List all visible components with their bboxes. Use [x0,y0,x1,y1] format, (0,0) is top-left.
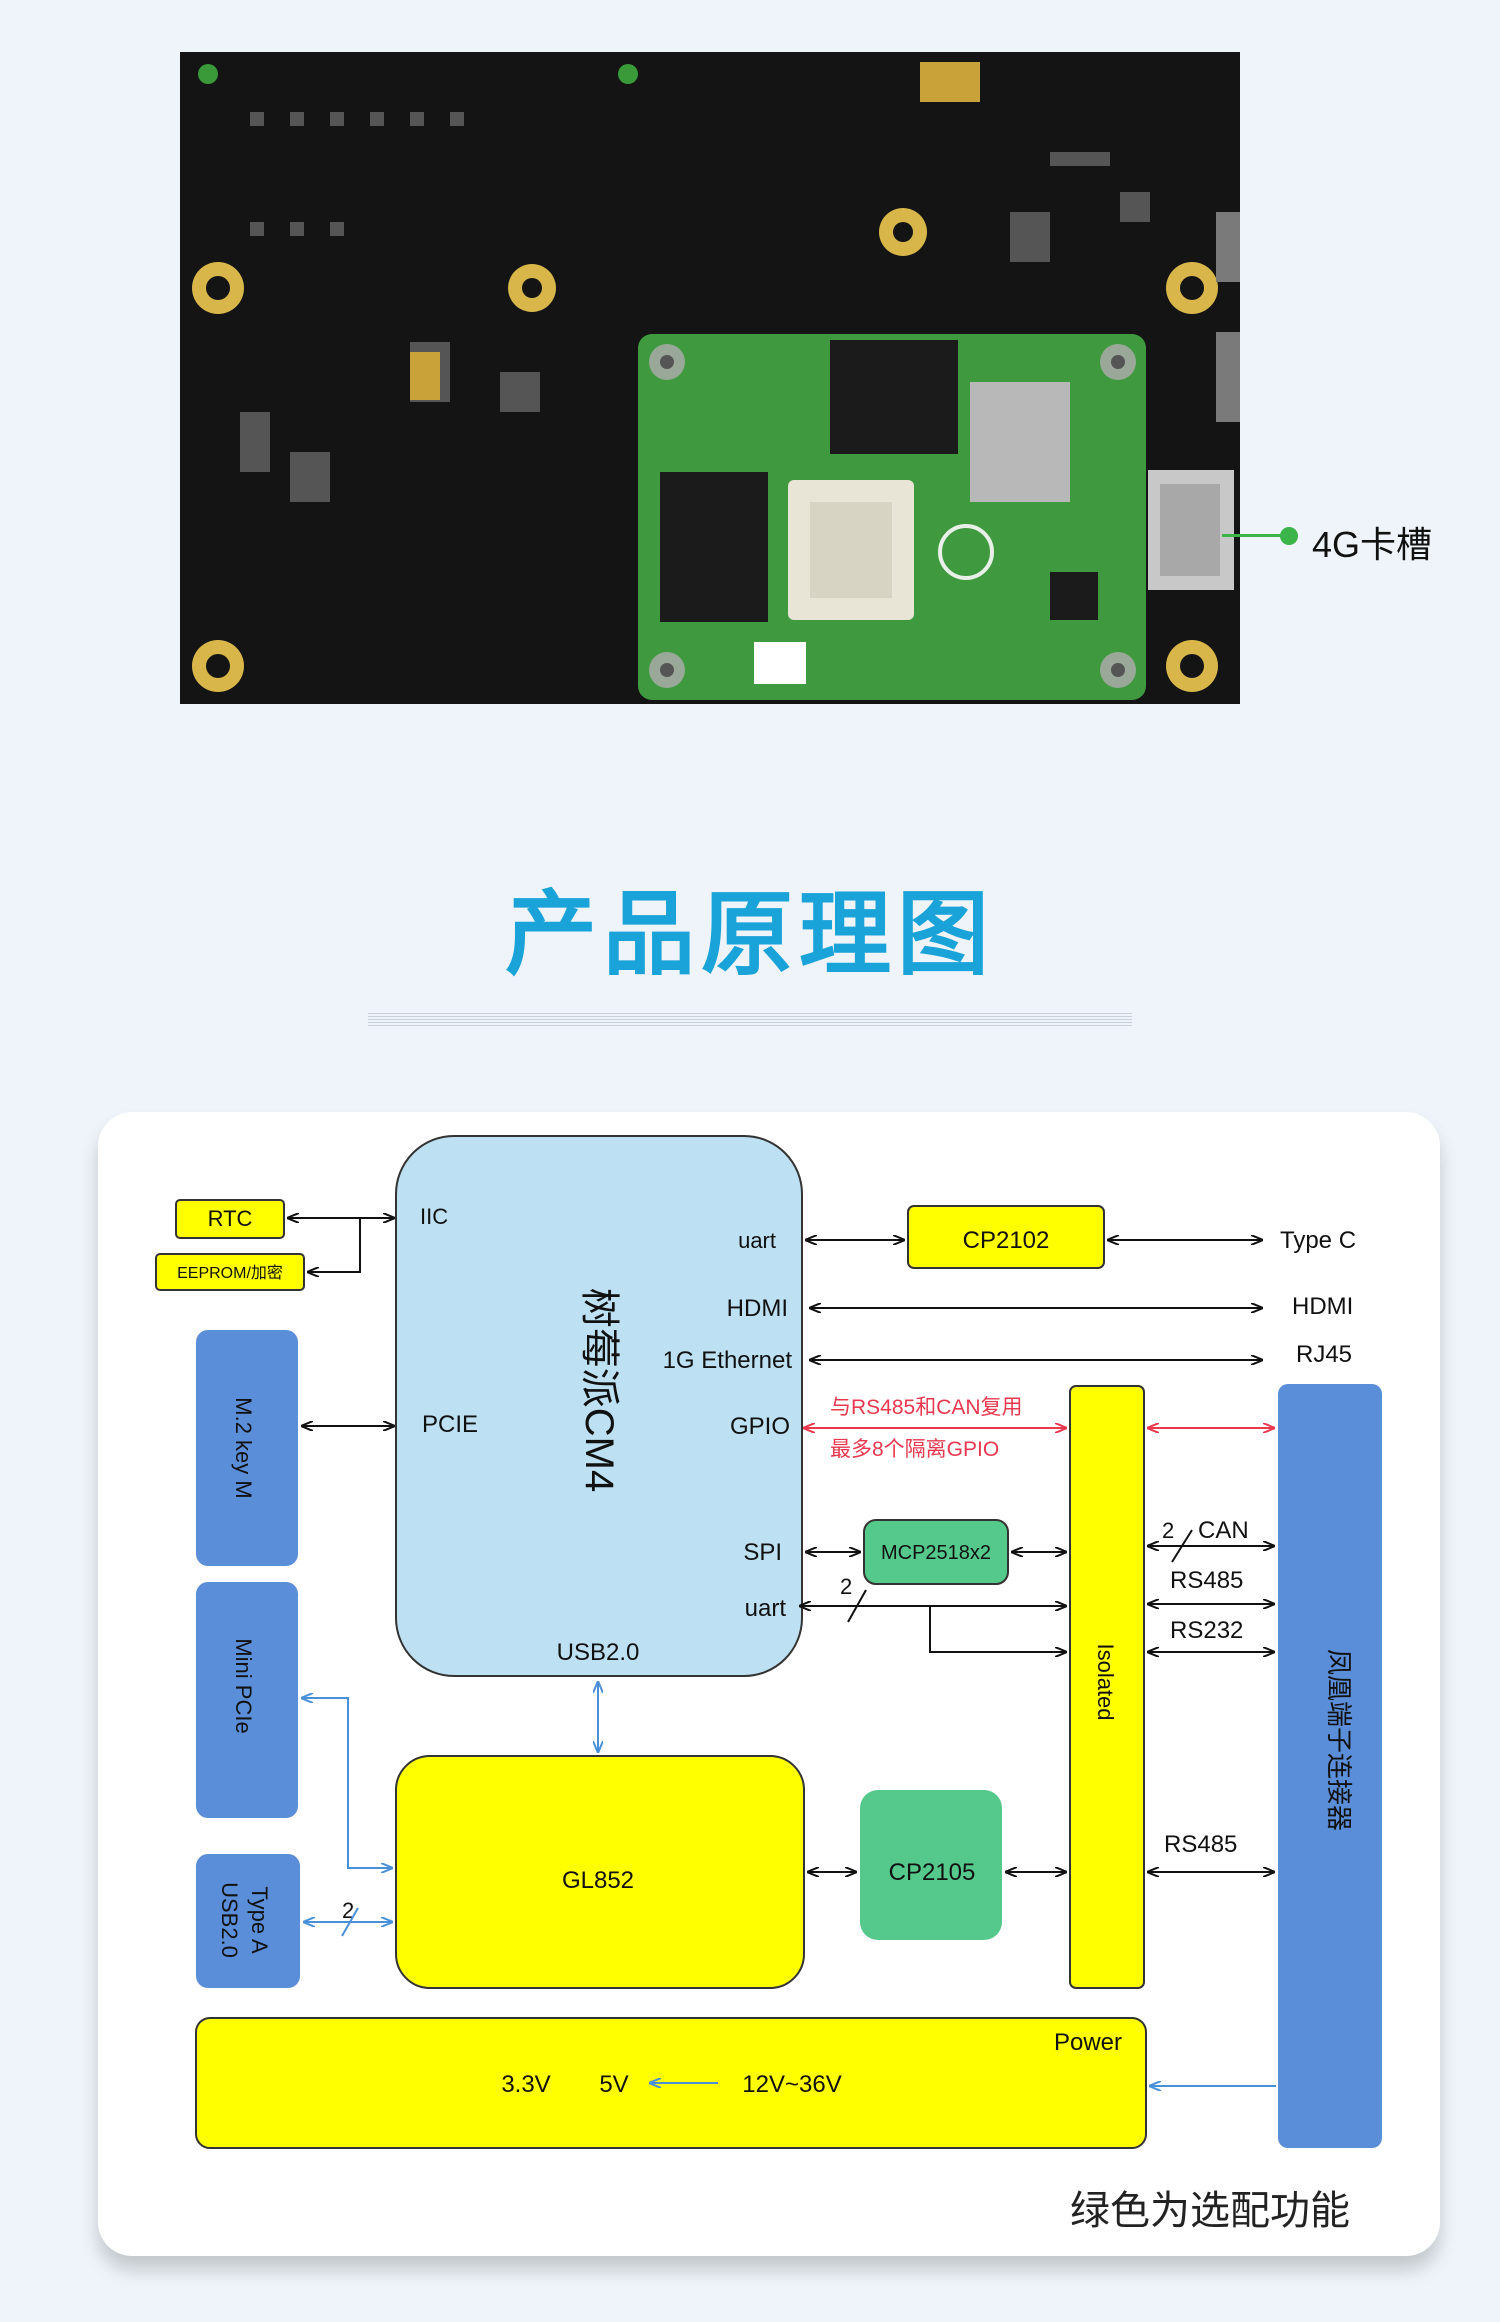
isolated-block [1069,1385,1145,1989]
gpio-note-2: 最多8个隔离GPIO [830,1438,999,1461]
port-hdmi: HDMI [727,1295,788,1322]
rail-3v3: 3.3V [501,2071,550,2098]
port-uart: uart [738,1228,776,1253]
link-can: CAN [1198,1517,1249,1544]
port-pcie: PCIE [422,1411,478,1438]
link-rs485-2: RS485 [1164,1831,1237,1858]
callout-line [1222,534,1298,537]
port-uart2: uart [745,1595,787,1622]
cp2105-block [860,1790,1002,1940]
wifi-shield [970,382,1070,502]
isolated-label: Isolated [1093,1643,1118,1720]
cp2102-block [907,1205,1105,1269]
sim-slot-label: 4G卡槽 [1312,524,1433,565]
usb-width: 2 [342,1898,354,1923]
terminal-label: 凤凰端子连接器 [1324,1649,1354,1831]
mcp-block [863,1519,1009,1585]
port-usb: USB2.0 [557,1639,640,1666]
m2-label: M.2 key M [231,1397,256,1498]
callout-dot [1280,527,1298,545]
link-rs232: RS232 [1170,1617,1243,1644]
usb-typea-label-1: Type A [247,1886,272,1954]
eeprom-label: EEPROM/加密 [177,1264,283,1282]
port-iic: IIC [420,1204,448,1229]
cm4-block [395,1135,803,1677]
link-rs485: RS485 [1170,1567,1243,1594]
terminal-block [1278,1384,1382,2148]
usb-width-tick [341,1907,359,1937]
mcp-label: MCP2518x2 [881,1542,991,1564]
section-title: 产品原理图 [504,884,995,986]
rtc-block [175,1199,285,1239]
can-width-tick [1171,1529,1193,1563]
external-rj45: RJ45 [1296,1341,1352,1368]
footnote: 绿色为选配功能 [1070,2189,1350,2233]
title-divider [368,1012,1132,1026]
usb-typea-label-2: USB2.0 [217,1882,242,1958]
port-gpio: GPIO [730,1413,790,1440]
gpio-note-1: 与RS485和CAN复用 [830,1396,1023,1419]
gl852-label: GL852 [562,1867,634,1894]
minipcie-gl852-link [302,1698,392,1868]
uart-width-tick [847,1589,867,1623]
board-photo [180,52,1240,704]
usb-typea-block [196,1854,300,1988]
port-ethernet: 1G Ethernet [663,1347,793,1374]
rtc-label: RTC [208,1206,253,1231]
board-illustration [180,52,1240,704]
gl852-block [395,1755,805,1989]
rail-5v: 5V [599,2071,628,2098]
port-spi: SPI [743,1539,782,1566]
external-typec: Type C [1280,1227,1356,1254]
can-width: 2 [1162,1518,1174,1543]
external-hdmi: HDMI [1292,1293,1353,1320]
m2-block [196,1330,298,1566]
cp2102-label: CP2102 [963,1227,1050,1254]
rail-vin: 12V~36V [742,2071,841,2098]
uart2-branch-link [929,1606,1066,1652]
minipcie-block [196,1582,298,1818]
minipcie-label: Mini PCIe [231,1638,256,1733]
cm4-label: 树莓派CM4 [577,1288,621,1492]
uart-width: 2 [840,1574,852,1599]
eeprom-iic-link [308,1218,361,1272]
power-label: Power [1054,2029,1122,2056]
eeprom-block [155,1253,305,1291]
cp2105-label: CP2105 [889,1859,976,1886]
